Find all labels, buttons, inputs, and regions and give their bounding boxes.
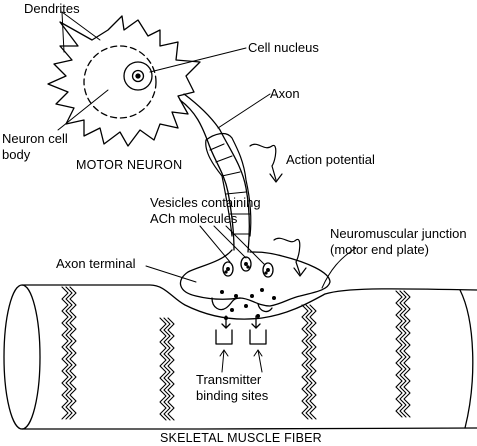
axon-terminal <box>179 249 331 320</box>
myelin-sheath <box>205 132 252 237</box>
neuromuscular-leader <box>321 247 357 289</box>
label-axon: Axon <box>270 86 300 101</box>
label-vesicles-line2: ACh molecules <box>150 211 238 226</box>
striation-band <box>403 290 411 418</box>
transmitter-binding-sites <box>215 315 267 345</box>
vesicle <box>262 262 274 278</box>
vesicles-leader <box>213 225 247 259</box>
label-transmitter-line2: binding sites <box>196 388 269 403</box>
label-action-potential: Action potential <box>286 152 375 167</box>
striation-band <box>399 290 407 418</box>
muscle-fiber-end <box>3 284 41 430</box>
nucleolus-dot <box>135 73 141 79</box>
action-potential-arrowhead <box>293 267 307 277</box>
label-vesicles-line1: Vesicles containing <box>150 195 261 210</box>
dendrites-leader <box>61 11 65 53</box>
striation-band <box>167 317 175 421</box>
striation-band <box>309 304 317 420</box>
striation-band <box>159 317 167 421</box>
label-dendrites: Dendrites <box>24 1 80 16</box>
synaptic-knob <box>257 303 273 313</box>
vesicle <box>222 261 234 277</box>
label-neuron-cell-body-line2: body <box>2 147 31 162</box>
muscle-striations <box>61 286 411 421</box>
action-potential-squiggle <box>249 143 277 181</box>
leader-lines <box>57 11 357 373</box>
cell-body-outline <box>47 15 201 147</box>
striation-band <box>163 317 171 421</box>
transmitter-leader <box>221 349 225 373</box>
cell-body-boundary <box>83 45 157 119</box>
binding-site-left <box>215 329 233 345</box>
binding-site-right <box>249 329 267 345</box>
axon-leader <box>217 93 271 129</box>
neuron-cell-body <box>47 15 201 147</box>
ach-molecules <box>220 288 276 320</box>
axon <box>179 93 252 253</box>
striation-band <box>395 290 403 418</box>
striation-band <box>65 286 73 420</box>
label-axon-terminal: Axon terminal <box>56 256 136 271</box>
label-transmitter-line1: Transmitter <box>196 372 262 387</box>
cell-nucleus-leader <box>149 47 247 73</box>
muscle-fiber <box>3 284 477 430</box>
label-cell-nucleus: Cell nucleus <box>248 40 319 55</box>
cell-nucleus <box>123 61 153 91</box>
muscle-fiber-top-outline <box>21 284 477 320</box>
striation-band <box>305 304 313 420</box>
transmitter-leader <box>257 349 263 373</box>
striation-band <box>69 286 77 420</box>
label-neuromuscular-line2: (motor end plate) <box>330 242 429 257</box>
neuron-cell-body-leader <box>57 89 109 131</box>
label-skeletal-muscle-fiber: SKELETAL MUSCLE FIBER <box>160 431 322 445</box>
synaptic-knob <box>211 297 241 311</box>
axon-terminal-outline <box>179 249 331 307</box>
striation-band <box>301 304 309 420</box>
label-neuromuscular-line1: Neuromuscular junction <box>330 226 467 241</box>
vesicles-leader <box>225 225 265 265</box>
vesicles-leader <box>199 225 231 263</box>
axon-left-edge <box>179 99 235 251</box>
myelin-nodes <box>209 143 251 235</box>
label-neuron-cell-body-line1: Neuron cell <box>2 131 68 146</box>
axon-terminal-leader <box>145 265 197 283</box>
vesicle <box>240 256 252 272</box>
action-potential-arrows <box>249 143 307 277</box>
action-potential-arrowhead <box>269 173 283 183</box>
muscle-fiber-right-end <box>459 289 474 429</box>
vesicles <box>222 256 274 278</box>
axon-right-edge <box>183 93 250 253</box>
action-potential-squiggle <box>273 237 301 275</box>
striation-band <box>61 286 69 420</box>
dendrites-leader <box>61 11 101 41</box>
muscle-fiber-bottom-outline <box>21 427 477 430</box>
label-motor-neuron: MOTOR NEURON <box>76 158 183 172</box>
nucleolus <box>131 69 145 83</box>
